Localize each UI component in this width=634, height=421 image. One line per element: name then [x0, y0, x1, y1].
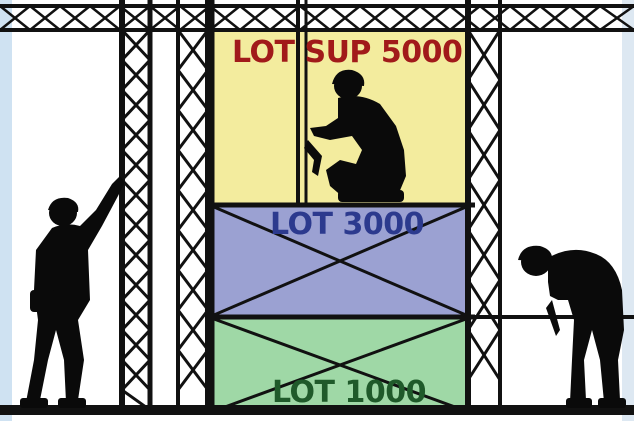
worker-right-silhouette	[518, 246, 626, 408]
level-top-label: LOT SUP 5000	[232, 38, 462, 68]
top-rail	[0, 6, 634, 30]
background-edge-right	[622, 0, 634, 421]
level-bottom-label: LOT 1000	[272, 378, 426, 408]
left-lattice-tower	[122, 0, 150, 410]
left-column-bracing	[178, 0, 208, 410]
level-middle-label: LOT 3000	[270, 210, 424, 240]
background-edge-left	[0, 0, 12, 421]
worker-left-silhouette	[20, 176, 125, 408]
